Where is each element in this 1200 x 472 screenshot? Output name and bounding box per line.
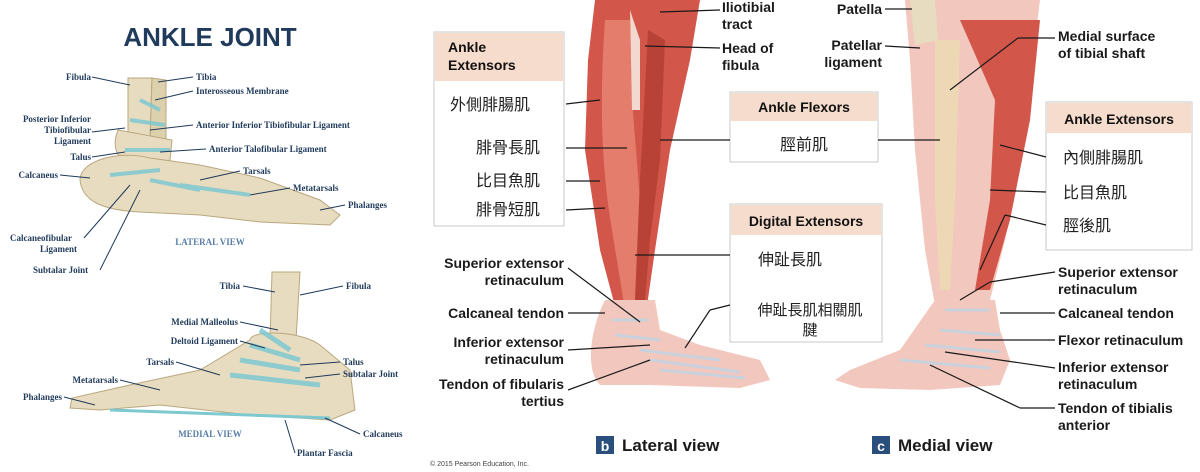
digital-extensor-item: 腱 [802,321,817,339]
label-posterior-inferior-1: Posterior Inferior [23,114,91,124]
label-calcaneal-tendon: Calcaneal tendon [448,305,564,321]
ankle-flexors-box: Ankle Flexors 脛前肌 [660,91,940,163]
lateral-extensor-item: 外側腓腸肌 [450,95,530,114]
label-patellar-ligament-1: Patellar [831,37,882,53]
lateral-ankle-extensors-box: Ankle Extensors 外側腓腸肌 腓骨長肌 比目魚肌 腓骨短肌 [433,31,627,227]
label-medial-fibula: Fibula [346,281,372,291]
label-fibula: Fibula [66,72,92,82]
label-medial-malleolus: Medial Malleolus [171,317,238,327]
medial-extensor-item: 內側腓腸肌 [1063,148,1143,167]
label-flexor-retinaculum: Flexor retinaculum [1058,332,1183,348]
label-interosseous-membrane: Interosseous Membrane [196,86,289,96]
digital-extensors-box: Digital Extensors 伸趾長肌 伸趾長肌相關肌 腱 [635,203,883,349]
lateral-top-labels: Iliotibial tract Head of fibula [644,0,775,73]
medial-extensor-item: 脛後肌 [1063,216,1111,235]
medial-extensors-heading: Ankle Extensors [1064,111,1174,127]
lateral-view-title: Lateral view [622,436,720,455]
label-deltoid-ligament: Deltoid Ligament [171,336,238,346]
label-inf-ext-retinaculum-1: Inferior extensor [454,334,565,350]
digital-extensor-item: 伸趾長肌相關肌 [757,301,862,319]
lateral-leg-illustration [585,0,770,388]
label-talus: Talus [70,152,91,162]
label-patellar-ligament-2: ligament [824,54,882,70]
label-calcaneus: Calcaneus [18,170,58,180]
lateral-view-letter: b [601,438,610,454]
label-phalanges: Phalanges [348,200,388,210]
label-iliotibial-1: Iliotibial [722,0,775,15]
label-anterior-inferior-ligament: Anterior Inferior Tibiofibular Ligament [196,120,350,130]
copyright: © 2015 Pearson Education, Inc. [430,460,529,468]
medial-leaders [63,285,361,454]
lateral-foot-illustration [79,77,341,226]
view-captions: b Lateral view c Medial view © 2015 Pear… [430,436,993,468]
lateral-bottom-labels: Superior extensor retinaculum Calcaneal … [439,255,651,409]
ankle-flexors-heading: Ankle Flexors [758,99,850,115]
label-tarsals: Tarsals [243,166,271,176]
lateral-labels: Fibula Tibia Interosseous Membrane Poste… [10,72,388,275]
medial-view-letter: c [877,438,885,454]
medial-ankle-extensors-box: Ankle Extensors 內側腓腸肌 比目魚肌 脛後肌 [979,101,1193,271]
medial-bottom-labels: Superior extensor retinaculum Calcaneal … [929,264,1183,433]
label-calcaneofibular-1: Calcaneofibular [10,233,72,243]
label-medial-surface-2: of tibial shaft [1058,45,1145,61]
label-inf-ext-retinaculum-2: retinaculum [485,351,564,367]
ankle-flexor-item: 脛前肌 [780,135,828,154]
digital-extensor-item: 伸趾長肌 [758,250,822,269]
label-sup-ext-retinaculum-1: Superior extensor [444,255,564,271]
lateral-extensor-item: 腓骨短肌 [476,200,540,219]
label-patella: Patella [837,1,882,17]
digital-extensors-heading: Digital Extensors [749,213,864,229]
label-tibialis-anterior-1: Tendon of tibialis [1058,400,1173,416]
label-fibularis-tertius-2: tertius [521,393,564,409]
lateral-leaders [59,76,346,271]
label-head-of-fibula-2: fibula [722,57,760,73]
label-sup-ext-retinaculum-2: retinaculum [485,272,564,288]
lateral-extensors-heading-1: Ankle [448,39,486,55]
lateral-extensor-item: 比目魚肌 [476,171,540,190]
label-medial-inf-ext-2: retinaculum [1058,376,1137,392]
label-iliotibial-2: tract [722,16,753,32]
medial-labels: Tibia Fibula Medial Malleolus Deltoid Li… [23,281,403,458]
label-fibularis-tertius-1: Tendon of fibularis [439,376,564,392]
label-medial-sup-ext-1: Superior extensor [1058,264,1178,280]
label-calcaneofibular-2: Ligament [40,244,77,254]
label-tibia: Tibia [196,72,217,82]
medial-view-title: Medial view [898,436,993,455]
label-tibialis-anterior-2: anterior [1058,417,1111,433]
medial-extensor-item: 比目魚肌 [1063,183,1127,202]
label-head-of-fibula-1: Head of [722,40,774,56]
medial-top-labels: Patella Patellar ligament Medial surface… [824,1,1155,91]
label-posterior-inferior-3: Ligament [54,136,91,146]
label-medial-tarsals: Tarsals [146,357,174,367]
label-medial-tibia: Tibia [220,281,241,291]
lateral-extensors-heading-2: Extensors [448,57,516,73]
label-metatarsals: Metatarsals [293,183,339,193]
medial-view-caption: MEDIAL VIEW [178,429,242,439]
medial-leg-illustration [835,0,1040,390]
right-panel: Iliotibial tract Head of fibula Ankle Ex… [428,0,1200,472]
label-medial-surface-1: Medial surface [1058,28,1155,44]
lateral-extensor-item: 腓骨長肌 [476,138,540,157]
lateral-view-caption: LATERAL VIEW [175,237,244,247]
label-medial-calcaneal-tendon: Calcaneal tendon [1058,305,1174,321]
label-medial-inf-ext-1: Inferior extensor [1058,359,1169,375]
label-posterior-inferior-2: Tibiofibular [44,125,91,135]
label-medial-calcaneus: Calcaneus [363,429,403,439]
label-medial-talus: Talus [343,357,364,367]
label-medial-sup-ext-2: retinaculum [1058,281,1137,297]
label-medial-subtalar: Subtalar Joint [343,369,398,379]
left-panel: ANKLE JOINT [10,22,403,458]
label-medial-phalanges: Phalanges [23,392,63,402]
label-anterior-talofibular: Anterior Talofibular Ligament [209,144,327,154]
label-plantar-fascia: Plantar Fascia [297,448,353,458]
label-medial-metatarsals: Metatarsals [73,375,119,385]
medial-foot-illustration [69,271,356,421]
label-subtalar-joint: Subtalar Joint [33,265,88,275]
ankle-joint-title: ANKLE JOINT [123,22,296,52]
